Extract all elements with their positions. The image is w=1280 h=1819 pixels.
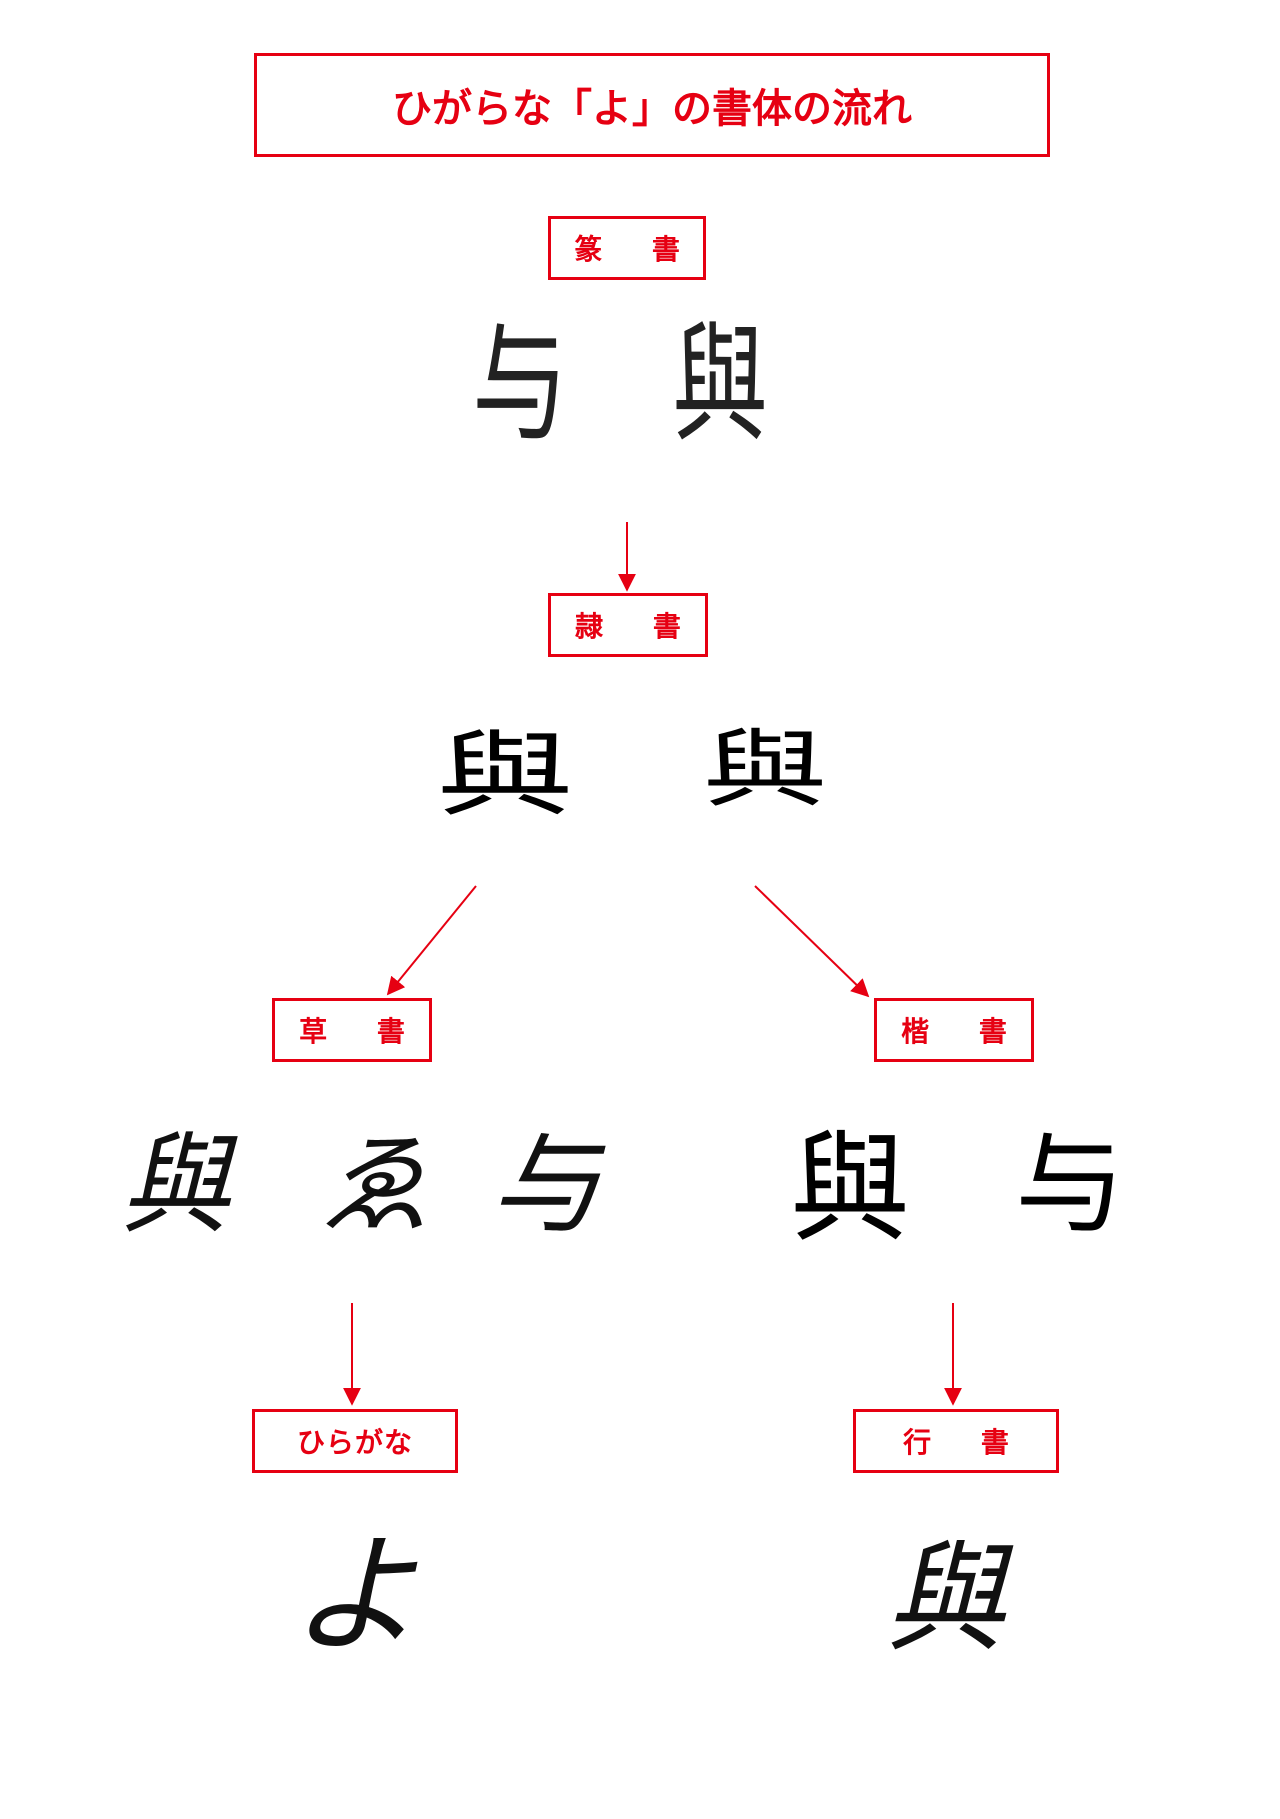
reisho-glyph-2: 與 [702,719,828,820]
label-gyosho: 行 書 [853,1409,1059,1473]
label-sosho: 草 書 [272,998,432,1062]
page-title: ひがらな「よ」の書体の流れ [254,53,1050,157]
sosho-glyph-1: 與 [120,1121,230,1249]
hiragana-glyph: よ [290,1519,421,1671]
tensho-glyph-2: 與 [672,309,768,461]
sosho-glyph-3: 与 [490,1121,600,1249]
kaisho-glyph-2: 与 [1015,1121,1125,1249]
label-tensho: 篆 書 [548,216,706,280]
sosho-glyph-2: ゑ [320,1121,430,1249]
arrow-reisho-to-sosho [386,885,477,996]
tensho-glyph-1: 与 [472,309,568,461]
label-hiragana: ひらがな [252,1409,458,1473]
gyosho-glyph: 與 [885,1530,1005,1669]
arrow-reisho-to-kaisho [754,885,870,998]
label-reisho: 隷 書 [548,593,708,657]
label-kaisho: 楷 書 [874,998,1034,1062]
kaisho-glyph-1: 與 [790,1120,910,1259]
reisho-glyph-1: 與 [436,720,574,830]
